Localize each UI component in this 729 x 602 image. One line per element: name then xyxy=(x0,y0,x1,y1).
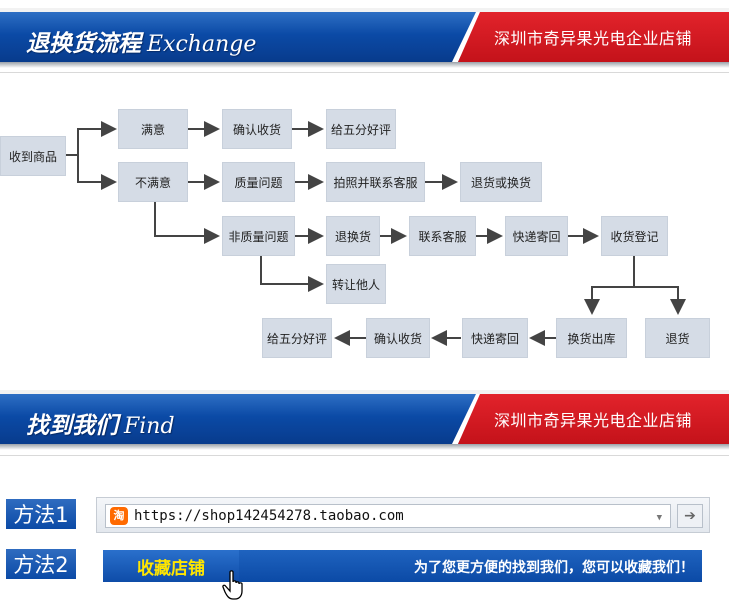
banner-red-band xyxy=(458,394,729,444)
method2-label: 方法2 xyxy=(6,549,76,579)
divider-line xyxy=(0,455,729,456)
favorite-hint: 为了您更方便的找到我们，您可以收藏我们！ xyxy=(414,560,694,576)
browser-address-bar: 淘 https://shop142454278.taobao.com ▼ ➔ xyxy=(96,497,710,533)
exchange-title-cn: 退换货流程 xyxy=(26,30,141,57)
url-input[interactable]: 淘 https://shop142454278.taobao.com ▼ xyxy=(105,504,671,528)
flow-receipt-register: 收货登记 xyxy=(601,216,668,256)
flow-five-star-2: 给五分好评 xyxy=(262,318,332,358)
flow-received: 收到商品 xyxy=(0,136,66,176)
arrow-received-unsatisfied xyxy=(77,155,117,190)
flow-quality-issue: 质量问题 xyxy=(222,162,295,202)
chevron-down-icon[interactable]: ▼ xyxy=(656,513,662,523)
favorite-shop-button[interactable]: 收藏店铺 xyxy=(103,550,239,582)
flow-express-back: 快递寄回 xyxy=(462,318,528,358)
arrow-nonquality-transfer xyxy=(260,255,324,292)
flow-return-or-exchange: 退货或换货 xyxy=(460,162,542,202)
arrow-received-satisfied xyxy=(66,121,117,156)
flow-contact-service: 联系客服 xyxy=(409,216,476,256)
method1-label: 方法1 xyxy=(6,499,76,529)
arrow-register-refund xyxy=(634,286,686,315)
banner-blue-band xyxy=(0,12,478,62)
flow-express-send: 快递寄回 xyxy=(505,216,568,256)
flow-non-quality-issue: 非质量问题 xyxy=(222,216,295,256)
hand-cursor-icon xyxy=(222,570,243,600)
flow-refund: 退货 xyxy=(645,318,710,358)
banner-shadow xyxy=(0,62,729,68)
favorite-bar: 收藏店铺 为了您更方便的找到我们，您可以收藏我们！ xyxy=(103,550,702,582)
exchange-title-en: Exchange xyxy=(147,32,257,57)
taobao-icon: 淘 xyxy=(110,507,128,525)
url-text: https://shop142454278.taobao.com xyxy=(134,508,404,524)
banner-red-band xyxy=(458,12,729,62)
banner-blue-band xyxy=(0,394,478,444)
find-shop-name: 深圳市奇异果光电企业店铺 xyxy=(494,411,693,430)
arrow-unsatisfied-nonquality xyxy=(154,201,220,244)
flow-return-exchange: 退换货 xyxy=(326,216,380,256)
go-button[interactable]: ➔ xyxy=(677,504,703,528)
flow-confirm-receipt: 确认收货 xyxy=(222,109,292,149)
find-title-cn: 找到我们 xyxy=(26,412,118,439)
banner-top-line xyxy=(0,390,729,394)
flow-five-star: 给五分好评 xyxy=(326,109,396,149)
flow-unsatisfied: 不满意 xyxy=(118,162,188,202)
flow-exchange-out: 换货出库 xyxy=(556,318,627,358)
flow-transfer-others: 转让他人 xyxy=(326,264,386,304)
exchange-shop-name: 深圳市奇异果光电企业店铺 xyxy=(494,29,693,48)
flow-confirm-receipt-2: 确认收货 xyxy=(366,318,430,358)
flow-satisfied: 满意 xyxy=(118,109,188,149)
arrow-register-exchange xyxy=(584,255,635,315)
flow-photo-contact: 拍照并联系客服 xyxy=(326,162,425,202)
banner-top-line xyxy=(0,8,729,12)
divider-line xyxy=(0,72,729,73)
arrow-right-icon: ➔ xyxy=(684,508,696,524)
banner-shadow xyxy=(0,444,729,450)
find-title-en: Find xyxy=(124,414,175,439)
